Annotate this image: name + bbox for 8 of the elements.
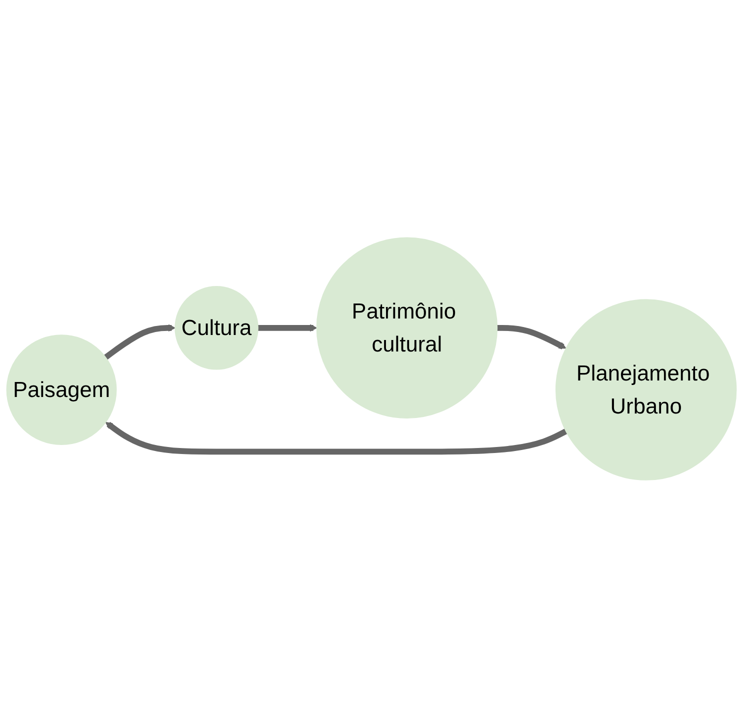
arrow (105, 422, 568, 455)
circle-node: Paisagem (6, 334, 117, 446)
circle-node: Planejamento Urbano (555, 299, 737, 481)
circle-node: Cultura (174, 286, 258, 370)
arrow (258, 324, 318, 332)
circle-node: Patrimônio cultural (316, 237, 498, 419)
arrow (497, 325, 566, 350)
arrow (104, 324, 176, 360)
